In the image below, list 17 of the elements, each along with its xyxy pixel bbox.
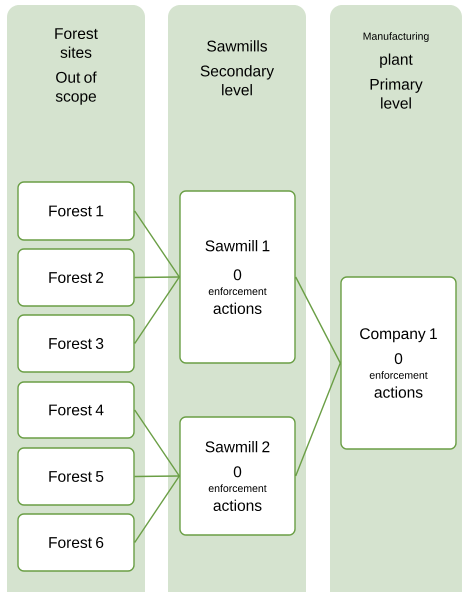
- connector-line: [134, 276, 180, 278]
- connector-line: [134, 475, 180, 478]
- process-box: Forest 5: [17, 447, 135, 506]
- connector-line: [134, 210, 180, 278]
- process-box: Sawmill 2 0 enforcement actions: [179, 416, 296, 536]
- process-box: Sawmill 1 0 enforcement actions: [179, 190, 296, 364]
- process-box: Company 1 0 enforcement actions: [340, 276, 457, 450]
- connector-line: [134, 410, 180, 476]
- connector-line: [295, 362, 341, 476]
- connector-line: [134, 476, 180, 543]
- process-box: Forest 2: [17, 248, 135, 307]
- connector-line: [134, 276, 180, 344]
- connector-line: [295, 276, 341, 364]
- process-box: Forest 1: [17, 181, 135, 241]
- process-box: Forest 6: [17, 513, 135, 572]
- process-box: Forest 3: [17, 314, 135, 373]
- process-box: Forest 4: [17, 381, 135, 439]
